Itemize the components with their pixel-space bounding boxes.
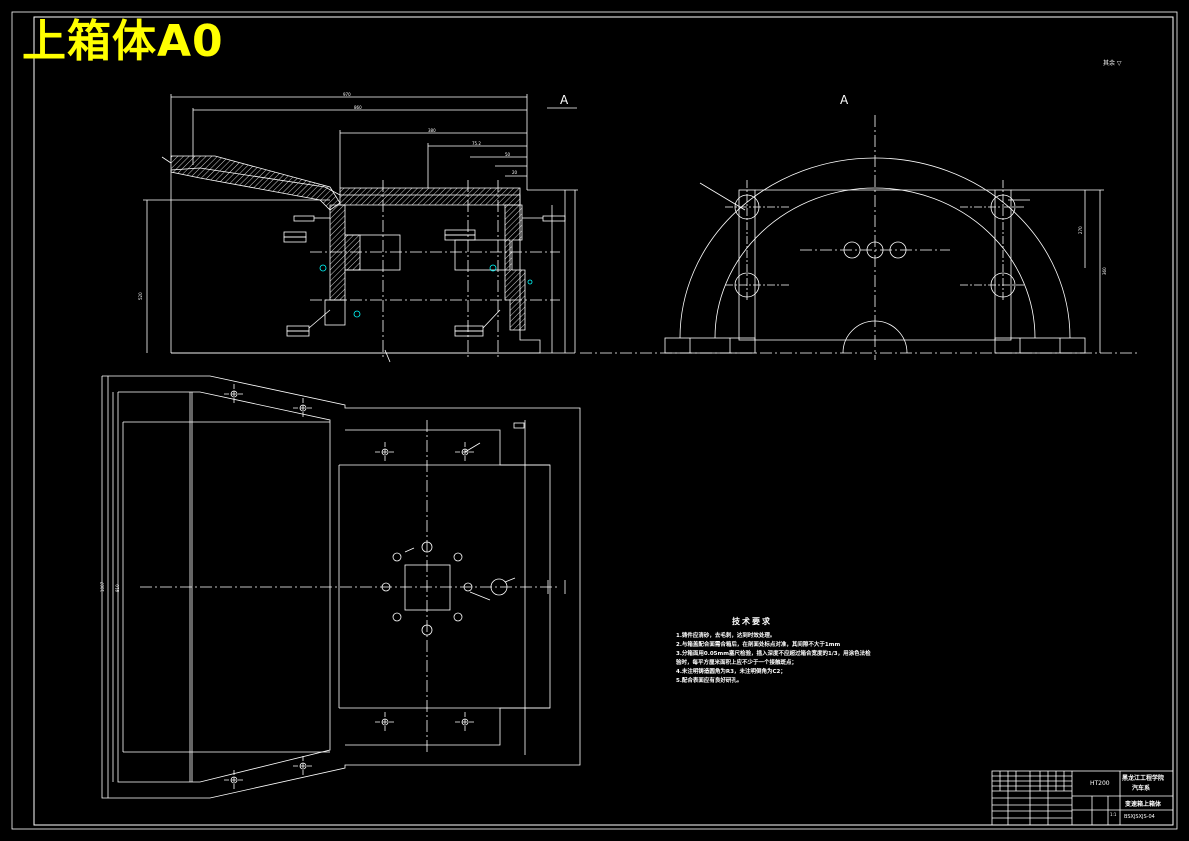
material-label: HT200 [1090,780,1110,787]
drawing-title: 上箱体A0 [22,16,224,67]
tech-item: 验时，每平方厘米面积上应不少于一个接触斑点； [676,660,798,666]
title-block-lines [991,770,1174,826]
tech-item: 4.未注明铸造圆角为R3，未注明倒角为C2； [676,669,786,675]
dim-top6: 20 [512,170,518,175]
section-label-right: A [840,93,849,107]
tech-item: 1.铸件应清砂，去毛刺，达到时效处理。 [676,633,776,639]
plan-view [101,375,581,799]
part-name: 变速箱上箱体 [1125,801,1162,808]
dim-left-height: 520 [138,292,143,300]
dim-plan-width2: 810 [115,584,120,592]
dim-top1: 970 [343,92,351,97]
outer-frame [11,11,1178,830]
school-name: 黑龙江工程学院 [1122,775,1165,782]
dept-name: 汽车系 [1132,785,1151,792]
section-label-left: A [560,93,569,107]
surface-roughness-note: 其余 ▽ [1103,60,1122,67]
front-section-view [143,94,578,363]
front-view-symbols [319,264,533,318]
scale-label: 1:1 [1110,812,1117,817]
dim-right-height1: 270 [1078,226,1083,234]
side-view [580,115,1140,360]
inner-frame [33,16,1174,826]
dim-right-height2: 360 [1102,267,1107,275]
tech-item: 2.与箱盖配合面需合箱后，在剖面处标点对准，其间隙不大于1mm [676,642,841,648]
dim-top3: 380 [428,128,436,133]
dim-top2: 860 [354,105,362,110]
tech-title: 技术要求 [732,617,772,626]
tech-item: 3.分箱面用0.05mm塞尺检验，插入深度不应超过箱合宽度的1/3，用涂色法检 [676,651,871,657]
dim-plan-width1: 1007 [100,581,105,592]
dim-top4: 75.2 [472,141,481,146]
tech-item: 5.配合表面应有良好研孔。 [676,678,743,684]
dim-top5: 50 [505,152,511,157]
drawing-number: BSXJSXJS-04 [1124,814,1155,820]
